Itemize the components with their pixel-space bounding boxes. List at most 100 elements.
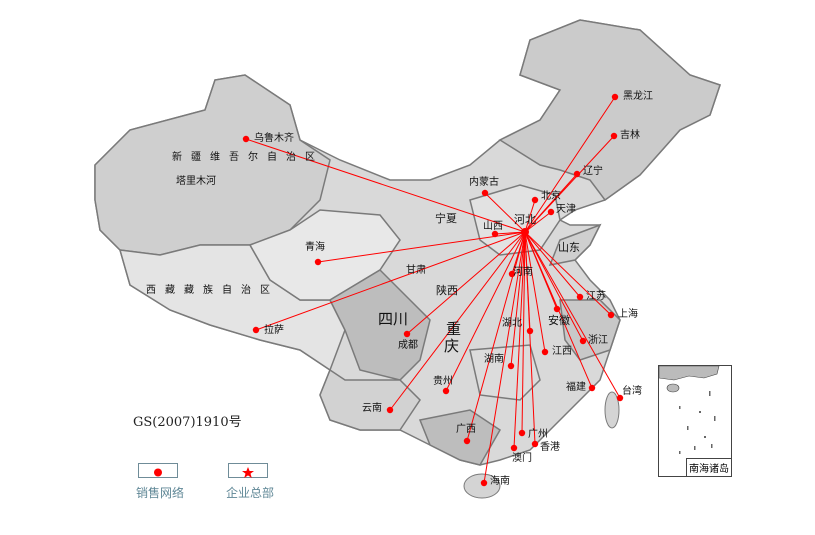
sales-dot[interactable] [480, 479, 488, 487]
region-northeast [498, 19, 721, 202]
sales-dot[interactable] [576, 293, 584, 301]
connection-lines [245, 96, 621, 484]
connection-line [524, 135, 615, 233]
connection-line [524, 231, 612, 316]
region-label: 河北 [514, 213, 536, 226]
sales-dot[interactable] [463, 437, 471, 445]
region-label: 宁夏 [435, 212, 457, 225]
sales-point-label: 江苏 [586, 291, 606, 302]
sales-point-label: 吉林 [620, 130, 640, 141]
sales-dot[interactable] [607, 311, 615, 319]
connection-line [483, 231, 526, 484]
sales-point-label: 香港 [540, 442, 560, 453]
region-label: 安徽 [548, 314, 570, 327]
region-label: 重 [446, 320, 462, 338]
connection-line [255, 231, 526, 331]
sales-dot[interactable] [442, 387, 450, 395]
sales-dot[interactable] [508, 270, 516, 278]
sales-point-label: 台湾 [622, 386, 642, 397]
sales-dot[interactable] [481, 189, 489, 197]
sales-dot[interactable] [547, 208, 555, 216]
region-label: 四川 [378, 310, 409, 328]
sales-dot[interactable] [507, 362, 515, 370]
sales-dot[interactable] [610, 132, 618, 140]
region-label: 河南 [513, 267, 533, 278]
connection-line [524, 231, 531, 332]
region-sichuan [329, 269, 431, 381]
region-shandong [548, 223, 602, 267]
connection-line [317, 231, 526, 263]
sales-dot[interactable] [553, 305, 561, 313]
connection-line [494, 231, 526, 235]
region-xinjiang [94, 74, 331, 256]
south-sea-inset: 南海诸岛 [658, 365, 732, 477]
region-label: 西藏藏族自治区 [146, 285, 279, 296]
sales-dot[interactable] [611, 93, 619, 101]
sales-point-label: 贵州 [433, 376, 453, 387]
sales-dot[interactable] [541, 348, 549, 356]
region-hainan [463, 473, 501, 499]
connection-line [524, 96, 616, 233]
region-taiwan [604, 391, 620, 429]
connection-line [521, 231, 526, 434]
sales-dot[interactable] [491, 230, 499, 238]
region-hebei-shanxi [469, 184, 561, 256]
connection-line [389, 231, 526, 411]
connection-line [524, 231, 581, 298]
region-label: 庆 [444, 337, 460, 355]
sales-point-label: 成都 [398, 340, 418, 351]
land-regions [94, 19, 721, 499]
sales-point-label: 黑龙江 [623, 91, 653, 102]
sales-dot[interactable] [252, 326, 260, 334]
sales-point-label: 浙江 [588, 335, 608, 346]
sales-point-label: 江西 [552, 346, 572, 357]
connection-line [511, 231, 526, 275]
sales-dot[interactable] [242, 135, 250, 143]
sales-point-label: 拉萨 [264, 325, 284, 336]
headquarters-marker[interactable] [521, 228, 529, 236]
connection-line [466, 231, 526, 442]
sales-dot[interactable] [518, 429, 526, 437]
sales-dot[interactable] [403, 330, 411, 338]
connection-line [406, 231, 526, 335]
region-guangxi [418, 409, 501, 466]
region-label: 新疆维吾尔自治区 [172, 152, 324, 163]
red-star-icon [242, 467, 254, 478]
sales-point-label: 海南 [490, 476, 510, 487]
connection-line [524, 199, 536, 233]
connection-line [513, 231, 526, 449]
sales-point-label: 天津 [556, 204, 576, 215]
sales-dot[interactable] [616, 394, 624, 402]
sales-dot[interactable] [531, 440, 539, 448]
approval-number: GS(2007)1910号 [133, 415, 242, 430]
region-label: 湖南 [484, 354, 504, 365]
region-label: 山东 [558, 241, 580, 254]
region-zhejiang [559, 299, 621, 361]
legend-hq-swatch [228, 463, 268, 478]
sales-dot[interactable] [386, 406, 394, 414]
connection-line [524, 231, 584, 342]
region-label: 湖北 [502, 318, 522, 329]
region-qinghai [248, 209, 401, 301]
region-label: 甘肃 [406, 265, 426, 276]
connection-line [524, 211, 552, 233]
region-label: 陕西 [436, 284, 458, 297]
sales-dot[interactable] [579, 337, 587, 345]
sales-dot[interactable] [588, 384, 596, 392]
sales-dot[interactable] [314, 258, 322, 266]
red-dot-icon [154, 468, 162, 477]
connection-line [524, 231, 546, 353]
sales-dot[interactable] [526, 327, 534, 335]
sales-dot[interactable] [573, 170, 581, 178]
connection-line [524, 231, 558, 310]
sales-dot[interactable] [531, 196, 539, 204]
sales-dot[interactable] [510, 444, 518, 452]
connection-line [445, 231, 526, 392]
connection-line [245, 138, 526, 233]
sales-point-label: 辽宁 [583, 166, 603, 177]
connection-line [510, 231, 526, 367]
sales-point-label: 青海 [305, 242, 325, 253]
inset-map [658, 365, 720, 454]
sales-point-label: 上海 [618, 309, 638, 320]
